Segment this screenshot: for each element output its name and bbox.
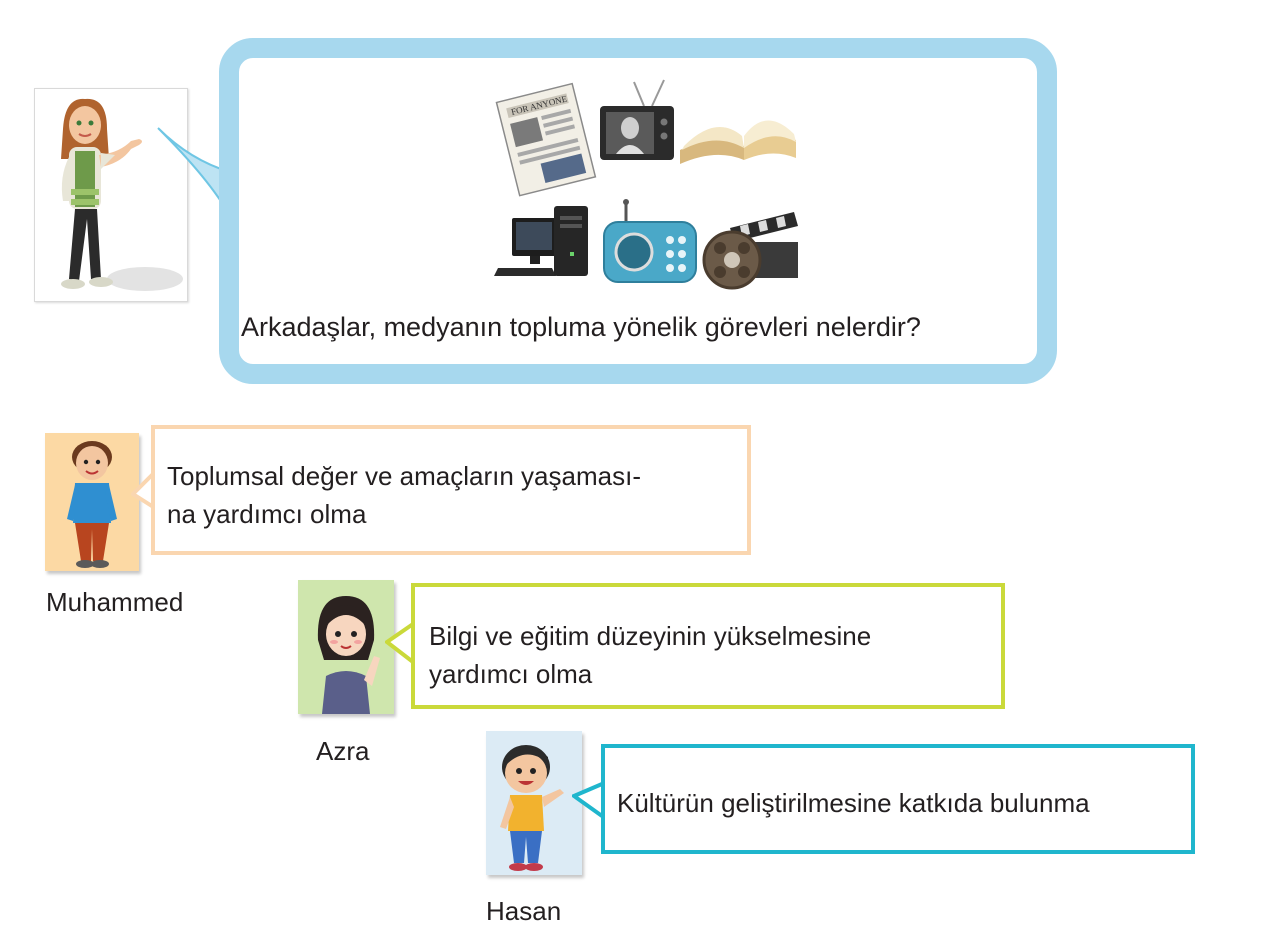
- azra-avatar: [298, 580, 394, 714]
- girl-figure-icon: [317, 596, 380, 714]
- question-text: Arkadaşlar, medyanın topluma yönelik gör…: [241, 312, 921, 342]
- television-icon: [600, 79, 674, 160]
- boy-figure-icon: [500, 745, 564, 871]
- boy-figure-icon: [67, 441, 117, 568]
- azra-answer: Bilgi ve eğitim düzeyinin yükselmesine y…: [411, 583, 1005, 709]
- hasan-bubble-tail: [572, 782, 604, 818]
- newspaper-icon: FOR ANYONE: [495, 82, 597, 197]
- teacher-figure-icon: [61, 98, 183, 291]
- azra-answer-line1: Bilgi ve eğitim düzeyinin yükselmesine: [429, 621, 872, 651]
- radio-icon: [603, 199, 697, 283]
- muhammed-bubble-tail: [131, 470, 157, 510]
- film-reel-icon: [702, 212, 798, 290]
- hasan-name: Hasan: [486, 896, 562, 926]
- hasan-answer-line1: Kültürün geliştirilmesine katkıda bulunm…: [617, 788, 1090, 818]
- media-icons-group: FOR ANYONE: [494, 79, 798, 290]
- muhammed-name: Muhammed: [46, 587, 184, 617]
- book-icon: [680, 120, 796, 164]
- azra-bubble-tail: [385, 622, 415, 664]
- computer-icon: [494, 206, 588, 276]
- question-bubble: [219, 38, 1057, 384]
- muhammed-answer: Toplumsal değer ve amaçların yaşaması- n…: [151, 425, 751, 555]
- muhammed-answer-line2: na yardımcı olma: [167, 499, 367, 529]
- hasan-answer: Kültürün geliştirilmesine katkıda bulunm…: [601, 744, 1195, 854]
- azra-name: Azra: [316, 736, 370, 766]
- teacher-illustration: [34, 88, 188, 302]
- muhammed-answer-line1: Toplumsal değer ve amaçların yaşaması-: [167, 461, 641, 491]
- muhammed-avatar: [45, 433, 139, 571]
- hasan-avatar: [486, 731, 582, 875]
- azra-answer-line2: yardımcı olma: [429, 659, 593, 689]
